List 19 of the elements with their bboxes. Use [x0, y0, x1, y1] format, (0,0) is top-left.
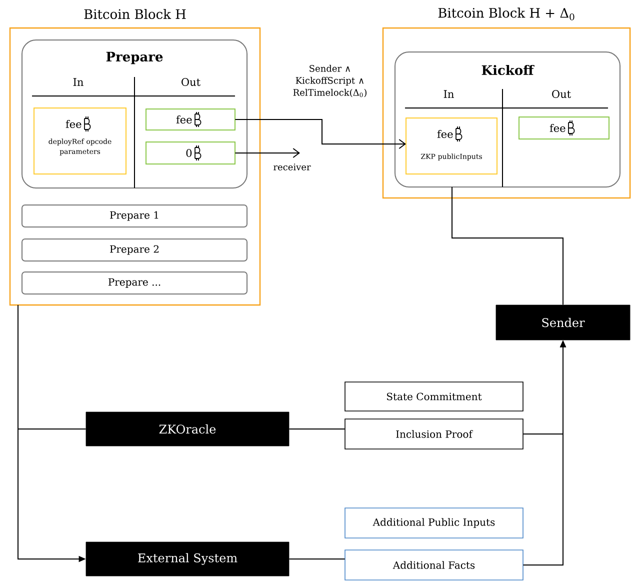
- arrow: [234, 119, 406, 149]
- output-box: fee: [518, 116, 610, 140]
- data-box: Inclusion Proof: [344, 418, 524, 450]
- actor-box: ZKOracle: [86, 412, 290, 446]
- data-box: Additional Public Inputs: [344, 508, 524, 538]
- node-label: Bitcoin Block H + Δ$_{0}$: [438, 8, 574, 20]
- output-box: 0: [146, 142, 236, 164]
- actor-box: Sender: [496, 304, 630, 340]
- edge-label: receiver: [272, 162, 312, 172]
- transaction-bar: Prepare 1: [22, 204, 248, 228]
- arrow: [234, 148, 300, 158]
- output-box: fee: [146, 108, 236, 130]
- transaction-bar: Prepare 2: [22, 238, 248, 262]
- transaction-bar: Prepare ...: [22, 272, 248, 294]
- node-label: Bitcoin Block H: [84, 8, 186, 20]
- data-box: Additional Facts: [344, 550, 524, 580]
- edge-label: Sender ∧ KickoffScript ∧ RelTimelock(Δ$_{0}$): [289, 64, 371, 98]
- data-box: State Commitment: [344, 382, 524, 412]
- actor-box: External System: [86, 542, 290, 576]
